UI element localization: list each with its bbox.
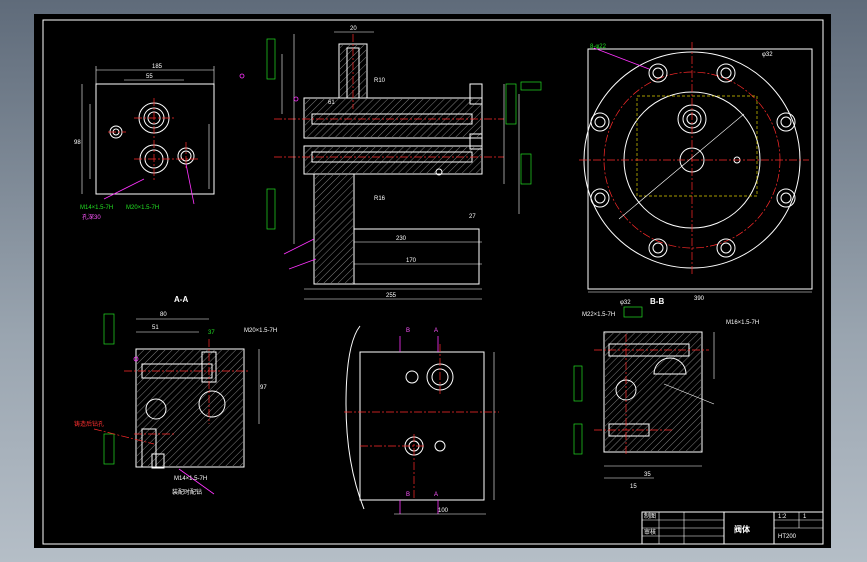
dim-98: 98 (74, 140, 81, 146)
top-right-view (579, 42, 813, 293)
dim-35: 35 (644, 472, 651, 478)
dim-255: 255 (386, 293, 397, 299)
thread-note-m20: M20×1.5-7H (126, 205, 159, 211)
label-r10: R10 (374, 78, 386, 84)
thread-note-m14-aa: M14×1.5-7H (174, 476, 207, 482)
drawing-frame (42, 19, 824, 545)
dim-61: 61 (328, 100, 335, 106)
title-material: HT200 (778, 534, 797, 540)
top-left-view (81, 66, 215, 205)
title-drawn-by: 制图 (644, 512, 656, 520)
title-qty: 1 (803, 514, 807, 520)
drawing-sheet: 185 55 98 M14×1.5-7H M20×1.5-7H 孔深30 (34, 14, 831, 548)
dim-170: 170 (406, 258, 417, 264)
dim-390: 390 (694, 296, 705, 302)
label-r16: R16 (374, 196, 386, 202)
thread-note-m16: M16×1.5-7H (726, 320, 759, 326)
dim-100: 100 (438, 508, 449, 514)
holes-note: 8-φ22 (590, 44, 607, 50)
section-aa-title: A-A (174, 295, 188, 304)
title-part-name: 阀体 (734, 524, 751, 534)
section-bb-title: B-B (650, 297, 664, 306)
cad-drawing: 185 55 98 M14×1.5-7H M20×1.5-7H 孔深30 (42, 19, 824, 545)
section-bb-view (573, 306, 715, 479)
dim-55: 55 (146, 74, 153, 80)
title-block (641, 511, 824, 545)
dim-27: 27 (469, 214, 476, 220)
part-note: 装配时配钻 (172, 488, 202, 496)
title-checked-by: 审核 (644, 528, 656, 536)
dim-phi32-bb: φ32 (620, 300, 631, 306)
dim-185: 185 (152, 64, 163, 70)
dim-97: 97 (260, 385, 267, 391)
thread-note-m22: M22×1.5-7H (582, 312, 615, 318)
red-note: 铸造后钻孔 (74, 420, 104, 428)
title-scale: 1:2 (778, 514, 787, 520)
bottom-center-view (344, 325, 499, 515)
section-mark-a-bottom: A (434, 492, 438, 498)
top-center-view (239, 31, 542, 300)
section-mark-a-top: A (434, 328, 438, 334)
thread-note-m20-aa: M20×1.5-7H (244, 328, 277, 334)
dim-15: 15 (630, 484, 637, 490)
dim-51: 51 (152, 325, 159, 331)
dim-20: 20 (350, 26, 357, 32)
dim-37: 37 (208, 330, 215, 336)
thread-note-m14: M14×1.5-7H (80, 205, 113, 211)
section-mark-b-top: B (406, 328, 410, 334)
dim-80: 80 (160, 312, 167, 318)
section-aa-view (93, 313, 260, 495)
section-mark-b-bottom: B (406, 492, 410, 498)
dim-230: 230 (396, 236, 407, 242)
dim-phi32: φ32 (762, 52, 773, 58)
thread-depth-note: 孔深30 (82, 213, 101, 221)
